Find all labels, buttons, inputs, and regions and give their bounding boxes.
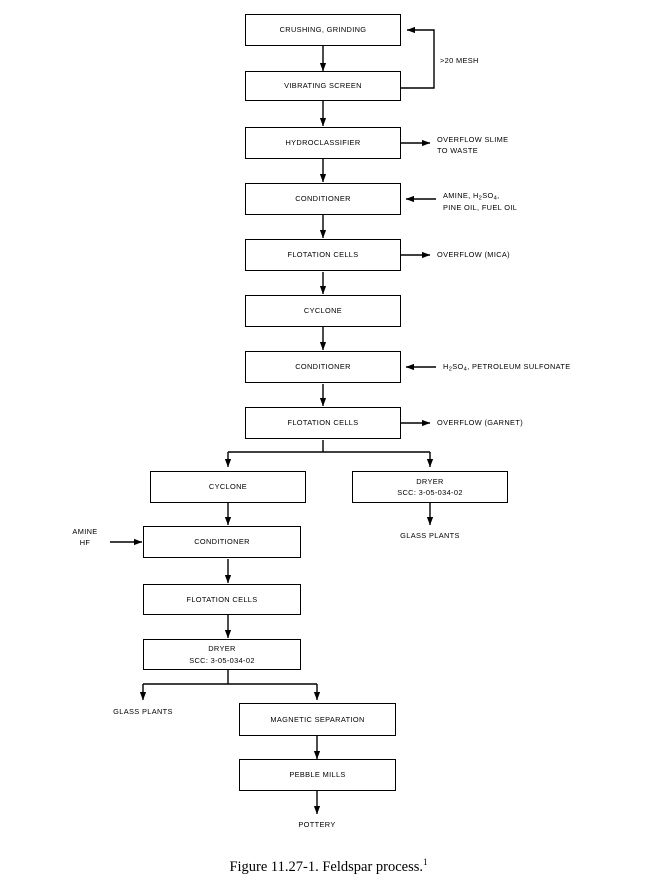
node-dryer-2: DRYER SCC: 3-05-034-02 [143, 639, 301, 670]
node-crushing: CRUSHING, GRINDING [245, 14, 401, 46]
label-amine-hf: AMINE HF [72, 527, 98, 547]
node-scc-code: SCC: 3-05-034-02 [397, 488, 463, 497]
node-label: CYCLONE [303, 306, 343, 316]
label-mesh-size: >20 MESH [440, 56, 479, 65]
node-pebble-mills: PEBBLE MILLS [239, 759, 396, 791]
node-label: FLOTATION CELLS [287, 250, 359, 260]
figure-caption-superscript: 1 [423, 857, 428, 867]
node-magnetic-separation: MAGNETIC SEPARATION [239, 703, 396, 736]
figure-caption-text: Figure 11.27-1. Feldspar process. [229, 858, 424, 875]
node-label: CYCLONE [208, 482, 248, 492]
node-label: CONDITIONER [295, 194, 351, 204]
node-label: MAGNETIC SEPARATION [270, 714, 365, 724]
node-label: CONDITIONER [194, 537, 250, 547]
figure-caption: Figure 11.27-1. Feldspar process.1 [0, 857, 657, 876]
label-overflow-garnet: OVERFLOW (GARNET) [437, 418, 524, 427]
node-flotation-cells-3: FLOTATION CELLS [143, 584, 301, 615]
node-label: CRUSHING, GRINDING [279, 25, 367, 35]
node-cyclone-2: CYCLONE [150, 471, 306, 503]
node-vibrating-screen: VIBRATING SCREEN [245, 71, 401, 101]
label-overflow-slime: OVERFLOW SLIME TO WASTE [437, 135, 509, 155]
node-label: HYDROCLASSIFIER [285, 138, 361, 148]
node-scc-code: SCC: 3-05-034-02 [189, 655, 255, 665]
node-flotation-cells-1: FLOTATION CELLS [245, 239, 401, 271]
label-pottery: POTTERY [298, 820, 336, 829]
label-glass-plants-1: GLASS PLANTS [400, 531, 460, 540]
node-label: CONDITIONER [295, 362, 351, 372]
label-glass-plants-2: GLASS PLANTS [113, 707, 173, 716]
node-label: PEBBLE MILLS [289, 770, 346, 780]
node-conditioner-1: CONDITIONER [245, 183, 401, 215]
reagents-line-1: AMINE, H2SO4, [443, 191, 500, 202]
node-hydroclassifier: HYDROCLASSIFIER [245, 127, 401, 159]
label-reagents-conditioner-1: AMINE, H2SO4,PINE OIL, FUEL OIL [443, 191, 517, 214]
label-reagents-conditioner-2: H2SO4, PETROLEUM SULFONATE [443, 362, 571, 373]
node-conditioner-2: CONDITIONER [245, 351, 401, 383]
node-label: DRYER [416, 476, 444, 486]
node-label: FLOTATION CELLS [287, 418, 359, 428]
label-overflow-mica: OVERFLOW (MICA) [437, 250, 510, 259]
node-label: FLOTATION CELLS [186, 594, 258, 604]
node-label: VIBRATING SCREEN [284, 81, 362, 91]
node-flotation-cells-2: FLOTATION CELLS [245, 407, 401, 439]
node-dryer-1: DRYER SCC: 3-05-034-02 [352, 471, 508, 503]
reagents-line-2: PINE OIL, FUEL OIL [443, 202, 518, 212]
node-conditioner-3: CONDITIONER [143, 526, 301, 558]
node-label: DRYER [208, 644, 236, 654]
node-cyclone-1: CYCLONE [245, 295, 401, 327]
